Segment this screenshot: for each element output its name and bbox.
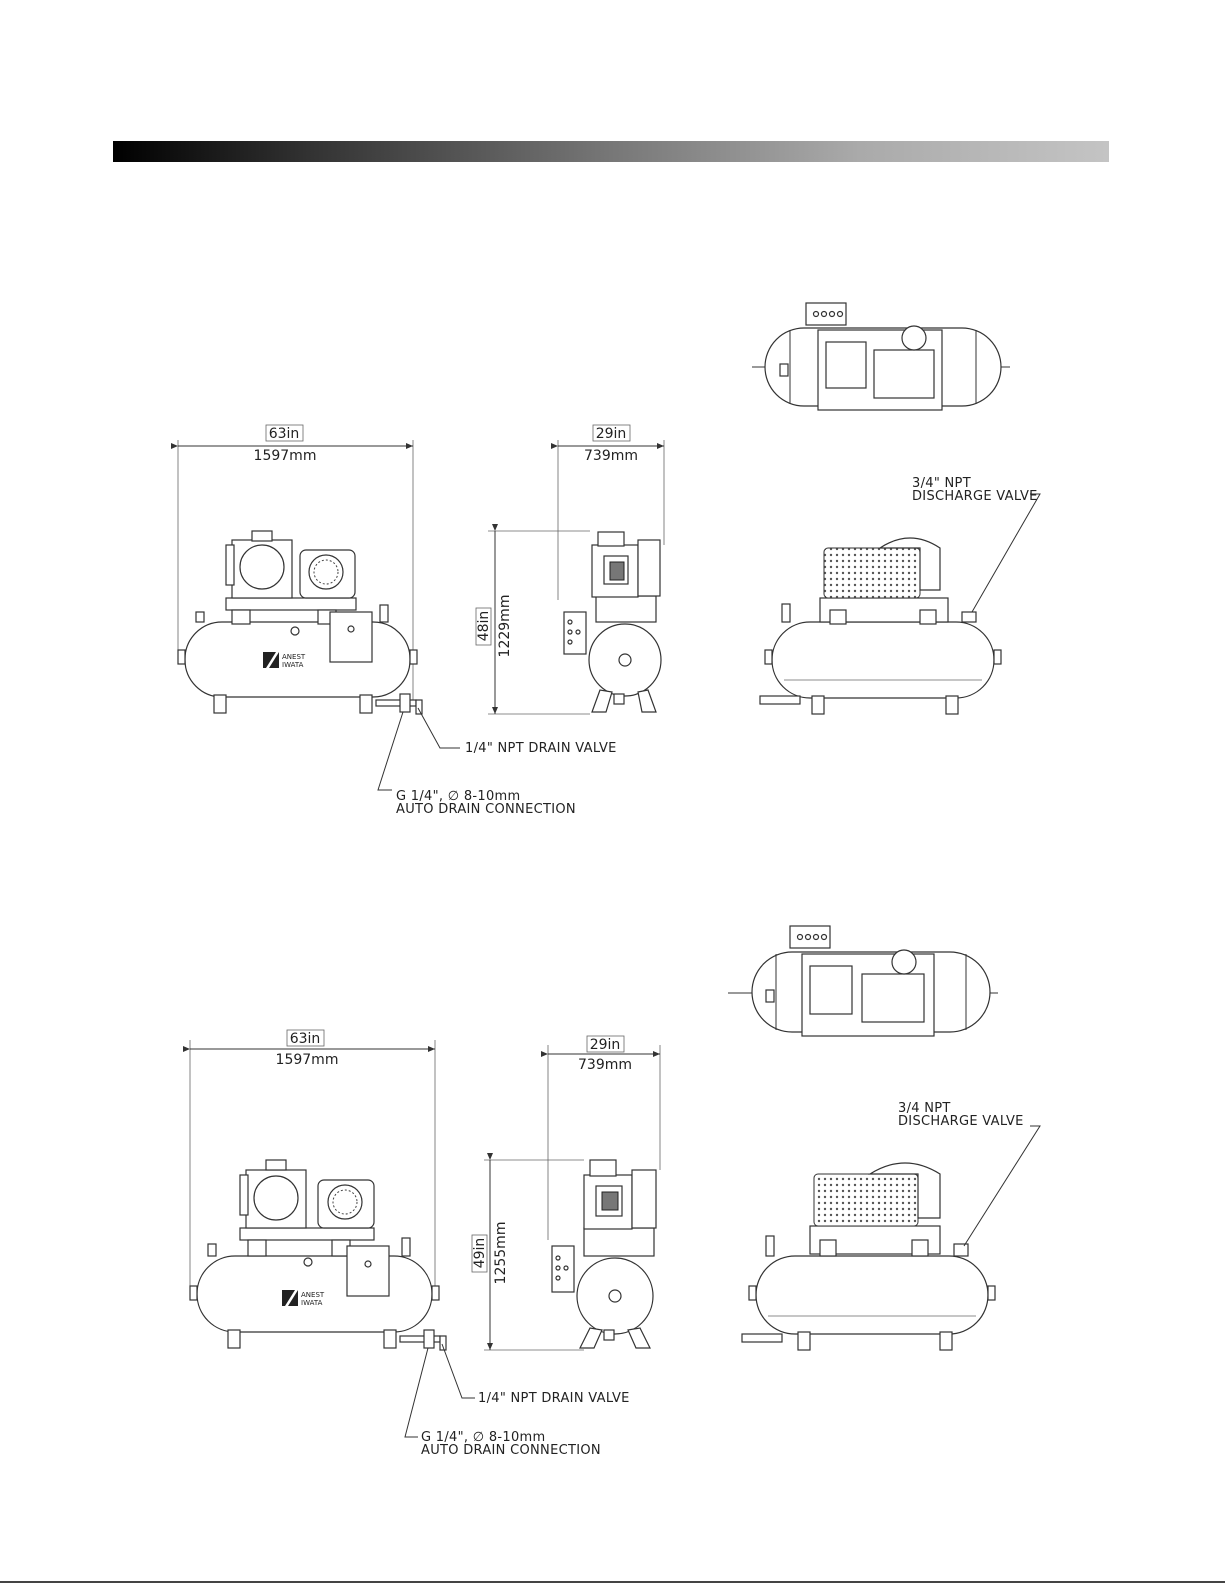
set1-discharge-line2: DISCHARGE VALVE xyxy=(912,489,1038,504)
set1-auto-drain-line2: AUTO DRAIN CONNECTION xyxy=(396,802,576,817)
set1-front-width-mm: 1597mm xyxy=(254,448,317,464)
set2-discharge-line2: DISCHARGE VALVE xyxy=(898,1114,1024,1129)
set2-side-width-in: 29in xyxy=(590,1037,621,1053)
set2-front-width-in: 63in xyxy=(290,1031,321,1047)
set2-front-view: 63in 1597mm AN xyxy=(190,1030,630,1458)
set2-side-width-mm: 739mm xyxy=(578,1057,632,1073)
set1-logo: ANEST IWATA xyxy=(263,652,306,669)
set1: 63in 1597mm xyxy=(178,303,1040,817)
set1-side-view: 29in 739mm 48in 1229mm xyxy=(476,425,664,714)
set1-side-width-in: 29in xyxy=(596,426,627,442)
set1-side-height-mm: 1229mm xyxy=(497,595,513,658)
set1-drain-valve-label: 1/4" NPT DRAIN VALVE xyxy=(465,741,617,756)
set1-side-width-mm: 739mm xyxy=(584,448,638,464)
set2-rear-view: 3/4 NPT DISCHARGE VALVE xyxy=(742,1101,1040,1350)
set1-side-height-in: 48in xyxy=(476,611,492,642)
set2-side-view: 29in 739mm 49in 1255mm xyxy=(472,1036,660,1350)
set2-logo-line1: ANEST xyxy=(301,1291,325,1299)
set2-logo: ANEST IWATA xyxy=(282,1290,325,1307)
set1-top-view xyxy=(752,303,1010,410)
set2-drain-valve-label: 1/4" NPT DRAIN VALVE xyxy=(478,1391,630,1406)
set2-front-width-mm: 1597mm xyxy=(276,1052,339,1068)
set1-front-width-in: 63in xyxy=(269,426,300,442)
set2-side-height-mm: 1255mm xyxy=(493,1222,509,1285)
set1-front-view: 63in 1597mm xyxy=(178,425,617,817)
set2: 63in 1597mm AN xyxy=(190,926,1040,1458)
footer-rule xyxy=(0,1581,1225,1583)
set1-logo-line2: IWATA xyxy=(282,661,304,669)
set1-logo-line1: ANEST xyxy=(282,653,306,661)
set2-logo-line2: IWATA xyxy=(301,1299,323,1307)
set1-rear-view: 3/4" NPT DISCHARGE VALVE xyxy=(760,476,1040,714)
set2-auto-drain-line2: AUTO DRAIN CONNECTION xyxy=(421,1443,601,1458)
set2-side-height-in: 49in xyxy=(472,1238,488,1269)
set2-top-view xyxy=(728,926,998,1036)
